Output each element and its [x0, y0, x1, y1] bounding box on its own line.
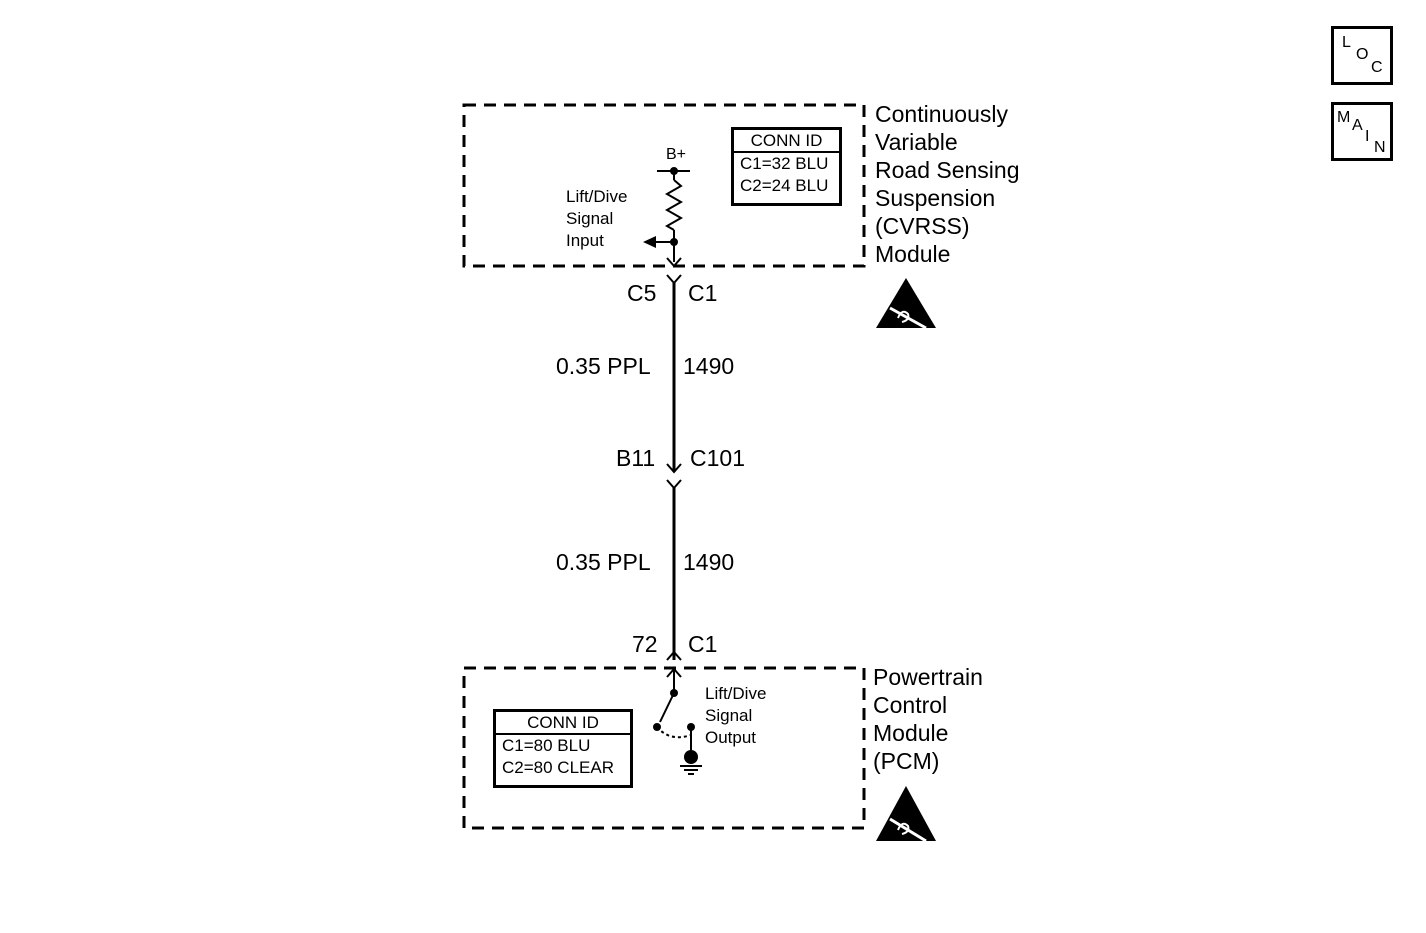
main-letter: M	[1337, 109, 1351, 126]
cvrss-circuit-label: Lift/Dive Signal Input	[566, 187, 628, 250]
switch-icon	[653, 689, 695, 752]
conn-id-header: CONN ID	[496, 712, 630, 735]
main-button[interactable]: M A I N	[1331, 102, 1393, 161]
wire-gauge-color: 0.35 PPL	[556, 549, 651, 575]
conn-id-row: C2=80 CLEAR	[502, 758, 614, 777]
esd-sensitive-icon	[876, 278, 936, 330]
signal-arrow-icon	[643, 236, 656, 248]
pullup-resistor-icon	[656, 167, 690, 262]
pcm-conn-id-box: CONN ID C1=80 BLU C2=80 CLEAR	[493, 709, 633, 788]
cvrss-module-boundary	[462, 103, 866, 268]
pcm-module-boundary	[462, 666, 866, 830]
loc-button[interactable]: L O C	[1331, 26, 1393, 85]
conn-id-row: C1=80 BLU	[502, 736, 591, 755]
wire-circuit-number: 1490	[683, 353, 735, 379]
main-letter: I	[1365, 128, 1370, 145]
conn-id-row: C1=32 BLU	[740, 154, 829, 173]
esd-sensitive-icon	[876, 786, 936, 843]
loc-letter: L	[1342, 34, 1351, 51]
bottom-connector-icon	[666, 650, 682, 692]
loc-letter: C	[1371, 59, 1383, 76]
conn-id-header: CONN ID	[734, 130, 839, 153]
loc-letter: O	[1356, 46, 1369, 63]
ground-icon	[680, 750, 702, 775]
main-letter: A	[1352, 117, 1363, 134]
bottom-connector-id: C1	[688, 631, 718, 657]
wire-circuit-number: 1490	[683, 549, 735, 575]
main-letter: N	[1374, 139, 1386, 156]
top-connector-pin: C5	[627, 280, 657, 306]
inline-connector-pin: B11	[616, 445, 656, 471]
supply-label: B+	[666, 146, 687, 163]
wire-gauge-color: 0.35 PPL	[556, 353, 651, 379]
pcm-module-title: Powertrain Control Module (PCM)	[873, 664, 983, 774]
conn-id-row: C2=24 BLU	[740, 176, 829, 195]
cvrss-module-title: Continuously Variable Road Sensing Suspe…	[875, 101, 1020, 267]
pcm-circuit-label: Lift/Dive Signal Output	[705, 684, 767, 747]
cvrss-conn-id-box: CONN ID C1=32 BLU C2=24 BLU	[731, 127, 842, 206]
top-connector-id: C1	[688, 280, 718, 306]
inline-connector-id: C101	[690, 445, 745, 471]
bottom-connector-pin: 72	[632, 631, 658, 657]
